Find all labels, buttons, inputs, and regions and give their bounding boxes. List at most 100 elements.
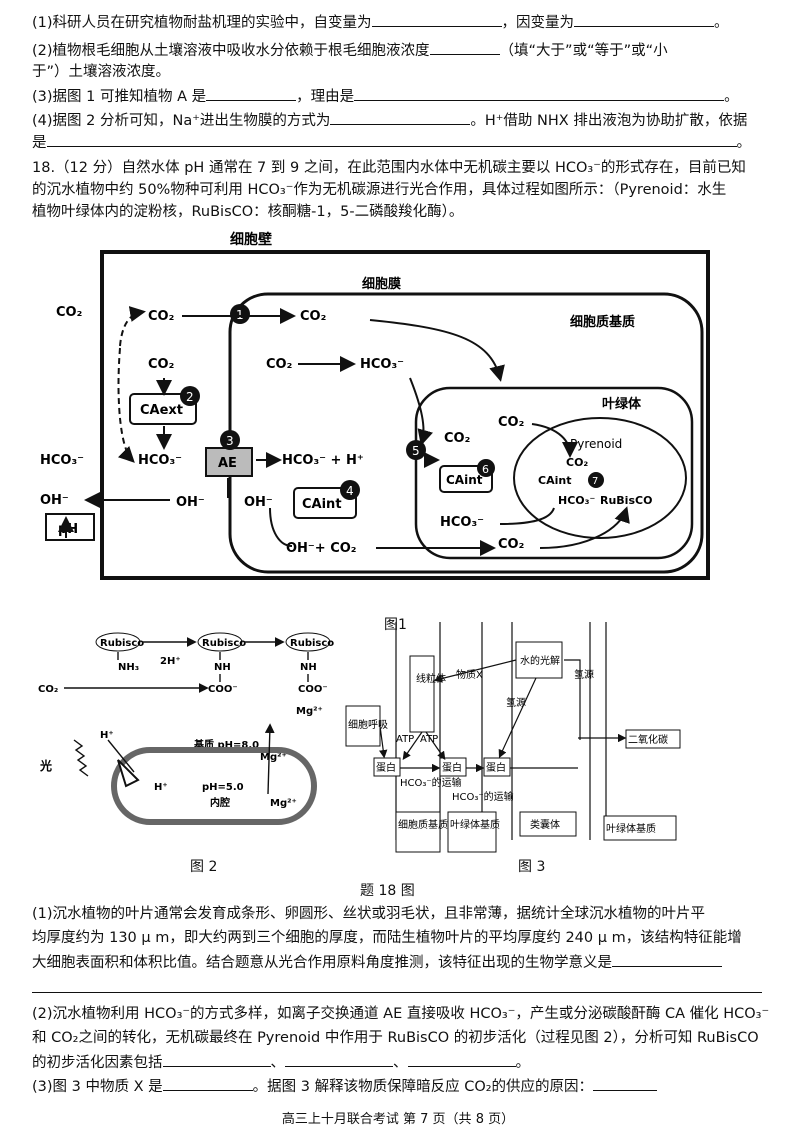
answer-blank[interactable] [407, 1052, 516, 1067]
ae-label: AE [218, 456, 237, 471]
q17-p1b-text: ，因变量为 [501, 15, 575, 31]
h-source-1: 氢源 [506, 696, 526, 709]
nh-label-1: NH [214, 662, 231, 673]
step-2: 2 [186, 390, 194, 404]
ca-int-chloro-label: CAint [446, 473, 483, 487]
answer-blank[interactable] [206, 86, 297, 101]
q18-s2-line1: (2)沉水植物利用 HCO₃⁻的方式多样，如离子交换通道 AE 直接吸收 HCO… [32, 1006, 770, 1022]
figure-3-diagram: 线粒体 水的光解 物质X 细胞呼吸 ATP ATP 氢源 氢源 蛋白 蛋白 蛋白… [345, 622, 681, 853]
coo-label-2: COO⁻ [298, 684, 328, 695]
resp-label: 细胞呼吸 [348, 718, 388, 731]
q18-s2-line2: 和 CO₂之间的转化，无机碳最终在 Pyrenoid 中作用于 RuBisCO … [32, 1030, 759, 1046]
q18-s1-line1: (1)沉水植物的叶片通常会发育成条形、卵圆形、丝状或羽毛状，且非常薄，据统计全球… [32, 906, 706, 922]
q17-part2: (2)植物根毛细胞从土壤溶液中吸收水分依赖于根毛细胞液浓度（填“大于”或“等于”… [32, 40, 772, 61]
region-cytoplasm: 细胞质基质 [398, 818, 448, 831]
answer-blank[interactable] [46, 132, 737, 147]
oh-membrane: OH⁻ [244, 495, 273, 510]
hco3-h: HCO₃⁻ + H⁺ [282, 453, 364, 468]
answer-blank[interactable] [574, 12, 715, 27]
answer-blank[interactable] [330, 110, 471, 125]
cell-wall [100, 250, 710, 580]
rubisco-label: RuBisCO [600, 494, 652, 507]
ph-label: pH [58, 522, 78, 537]
light-arrow [117, 759, 140, 788]
q18-s3a-text: (3)图 3 中物质 X 是 [32, 1079, 163, 1095]
atp-2: ATP [420, 734, 438, 745]
h-label-2: H⁺ [154, 782, 168, 793]
punct: 。 [724, 89, 739, 105]
punct: 。 [515, 1055, 531, 1071]
q18-s1-line2: 均厚度约为 130 μ m，即大约两到三个细胞的厚度，而陆生植物叶片的平均厚度约… [32, 930, 742, 946]
ae-channel [205, 447, 253, 477]
sep: 、 [270, 1055, 286, 1071]
co2-caint: CO₂ [266, 357, 292, 372]
answer-blank[interactable] [371, 12, 502, 27]
page-footer: 高三上十月联合考试 第 7 页（共 8 页） [281, 1112, 515, 1127]
co2-pyrenoid: CO₂ [566, 456, 588, 469]
co2-ca: CO₂ [148, 357, 174, 372]
q18-s2-line3: 的初步活化因素包括、、。 [32, 1052, 772, 1073]
answer-blank[interactable] [354, 86, 725, 101]
rubisco-3: Rubisco [290, 638, 334, 649]
coo-label: COO⁻ [208, 684, 238, 695]
region-stroma-2: 叶绿体基质 [606, 822, 656, 835]
figure-2-diagram: Rubisco Rubisco Rubisco NH₃ 2H⁺ NH COO⁻ … [38, 632, 334, 825]
hco3-cytosol: HCO₃⁻ [360, 357, 404, 372]
answer-blank[interactable] [162, 1052, 271, 1067]
q17-p4c-text: 是 [32, 135, 47, 151]
step-7: 7 [592, 476, 598, 487]
fig3-labels: 线粒体 水的光解 物质X 细胞呼吸 ATP ATP 氢源 氢源 蛋白 蛋白 蛋白… [345, 641, 681, 853]
co2-chloro: CO₂ [444, 431, 470, 446]
co2-box-label: 二氧化碳 [628, 733, 668, 746]
lumen-label: 内腔 [210, 796, 230, 809]
figure-2-caption: 图 2 [190, 859, 218, 875]
answer-blank[interactable] [162, 1076, 253, 1091]
hco3-transport-2: HCO₃⁻的运输 [452, 790, 514, 803]
step-5: 5 [412, 444, 420, 458]
region-stroma-1: 叶绿体基质 [450, 818, 500, 831]
q18-s3-line1: (3)图 3 中物质 X 是。据图 3 解释该物质保障暗反应 CO₂的供应的原因… [32, 1076, 772, 1097]
arrows [58, 306, 630, 556]
ca-ext-label: CAext [140, 403, 183, 418]
q18-s1c-text: 大细胞表面积和体积比值。结合题意从光合作用原料角度推测，该特征出现的生物学意义是 [32, 955, 612, 971]
chloroplast [414, 386, 694, 560]
q17-part1: (1)科研人员在研究植物耐盐机理的实验中，自变量为 ，因变量为 。 [32, 12, 772, 33]
pyrenoid-label: Pyrenoid [570, 437, 622, 451]
answer-blank[interactable] [32, 978, 762, 993]
q17-p1-text: (1)科研人员在研究植物耐盐机理的实验中，自变量为 [32, 15, 372, 31]
punct: 。 [714, 15, 729, 31]
hco3-chloro: HCO₃⁻ [440, 515, 484, 530]
q17-part2-cont: 于”）土壤溶液浓度。 [32, 64, 171, 80]
punct: 。 [736, 135, 752, 151]
q17-part3: (3)据图 1 可推知植物 A 是，理由是。 [32, 86, 772, 107]
protein-2: 蛋白 [442, 761, 462, 774]
q18-intro-3: 植物叶绿体内的淀粉核，RuBisCO：核酮糖-1，5-二磷酸羧化酶）。 [32, 204, 464, 220]
q18-s1-line4 [32, 978, 772, 999]
q18-s2c-text: 的初步活化因素包括 [32, 1055, 163, 1071]
q18-intro-2: 的沉水植物中约 50%物种可利用 HCO₃⁻作为无机碳源进行光合作用，具体过程如… [32, 182, 727, 198]
rubisco-2: Rubisco [202, 638, 246, 649]
answer-blank[interactable] [612, 952, 722, 967]
region-thylakoid: 类囊体 [530, 818, 560, 831]
co2-label: CO₂ [38, 684, 58, 695]
co2-outside: CO₂ [56, 305, 82, 320]
q17-p2b-text: （填“大于”或“等于”或“小 [499, 43, 668, 59]
step-6: 6 [482, 463, 489, 476]
hco3-wall: HCO₃⁻ [138, 453, 182, 468]
water-label: 水的光解 [520, 654, 560, 667]
answer-blank[interactable] [593, 1076, 658, 1091]
hco3-pyrenoid: HCO₃⁻ [558, 494, 595, 507]
answer-blank[interactable] [429, 40, 500, 55]
nh-label-2: NH [300, 662, 317, 673]
h-source-2: 氢源 [574, 668, 594, 681]
fig3-arrows [379, 659, 627, 773]
cell-membrane-label: 细胞膜 [362, 276, 401, 292]
h-label-1: H⁺ [100, 730, 114, 741]
rubisco-1: Rubisco [100, 638, 144, 649]
fig3-columns [395, 622, 607, 840]
co2-wall: CO₂ [148, 309, 174, 324]
chloroplast-label: 叶绿体 [602, 396, 642, 412]
figure-18-tag: 题 18 图 [360, 883, 415, 899]
q17-p3b-text: ，理由是 [296, 89, 355, 105]
answer-blank[interactable] [285, 1052, 393, 1067]
